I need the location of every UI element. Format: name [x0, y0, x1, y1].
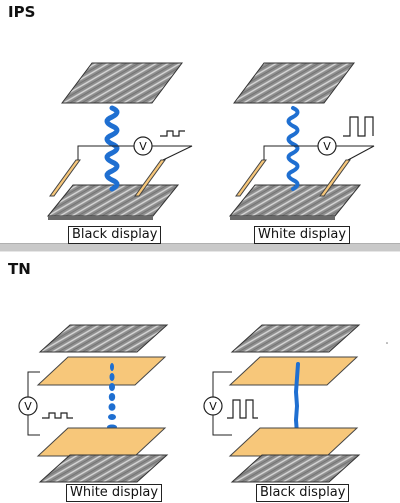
- section-divider: [0, 243, 400, 252]
- electrode-left: [235, 159, 267, 197]
- bottom-polarizer: [38, 454, 169, 483]
- voltmeter-label: V: [323, 140, 331, 153]
- liquid-crystal-rotated: [286, 106, 300, 191]
- voltage-waveform-off: [160, 130, 185, 137]
- ips-right-caption: White display: [254, 226, 351, 244]
- voltage-waveform-on: [227, 399, 258, 419]
- ips-left-caption: Black display: [68, 226, 162, 244]
- tn-section-title: TN: [8, 260, 31, 278]
- tn-black-display-diagram: V: [203, 324, 361, 483]
- stray-dot: [386, 342, 388, 344]
- ips-black-display-diagram: V: [46, 62, 193, 220]
- voltmeter: [133, 136, 153, 156]
- ips-white-display-diagram: V: [228, 62, 375, 220]
- top-electrode: [228, 356, 359, 386]
- top-polarizer: [61, 62, 183, 104]
- voltage-waveform-off: [42, 412, 73, 419]
- electrode-right: [319, 159, 351, 197]
- top-polarizer: [230, 324, 361, 353]
- circuit-wire: [27, 415, 40, 436]
- electrode-left: [49, 159, 81, 197]
- circuit-wire: [212, 371, 232, 397]
- bottom-polarizer-edge: [230, 216, 335, 220]
- voltmeter: [317, 136, 337, 156]
- tn-right-caption: Black display: [256, 484, 350, 502]
- voltmeter: [203, 396, 223, 416]
- bottom-polarizer: [230, 454, 361, 483]
- circuit-wire: [152, 145, 193, 161]
- voltmeter: [18, 396, 38, 416]
- circuit-wire: [263, 145, 318, 160]
- liquid-crystal-twisted: [104, 105, 120, 192]
- circuit-wire: [212, 415, 232, 436]
- liquid-crystal-aligned: [293, 362, 300, 436]
- top-polarizer: [38, 324, 169, 353]
- bottom-electrode: [36, 427, 167, 457]
- voltmeter-label: V: [24, 400, 32, 413]
- circuit-wire: [27, 371, 40, 397]
- bottom-electrode: [228, 427, 359, 457]
- ips-section-title: IPS: [8, 3, 36, 21]
- top-electrode: [36, 356, 167, 386]
- voltmeter-label: V: [139, 140, 147, 153]
- top-polarizer: [233, 62, 355, 104]
- bottom-polarizer-edge: [48, 216, 153, 220]
- tn-left-caption: White display: [66, 484, 163, 502]
- tn-white-display-diagram: V: [18, 324, 169, 483]
- voltmeter-label: V: [209, 400, 217, 413]
- voltage-waveform-on: [343, 116, 374, 137]
- electrode-right: [134, 159, 166, 197]
- circuit-wire: [336, 145, 375, 161]
- circuit-wire: [77, 145, 134, 160]
